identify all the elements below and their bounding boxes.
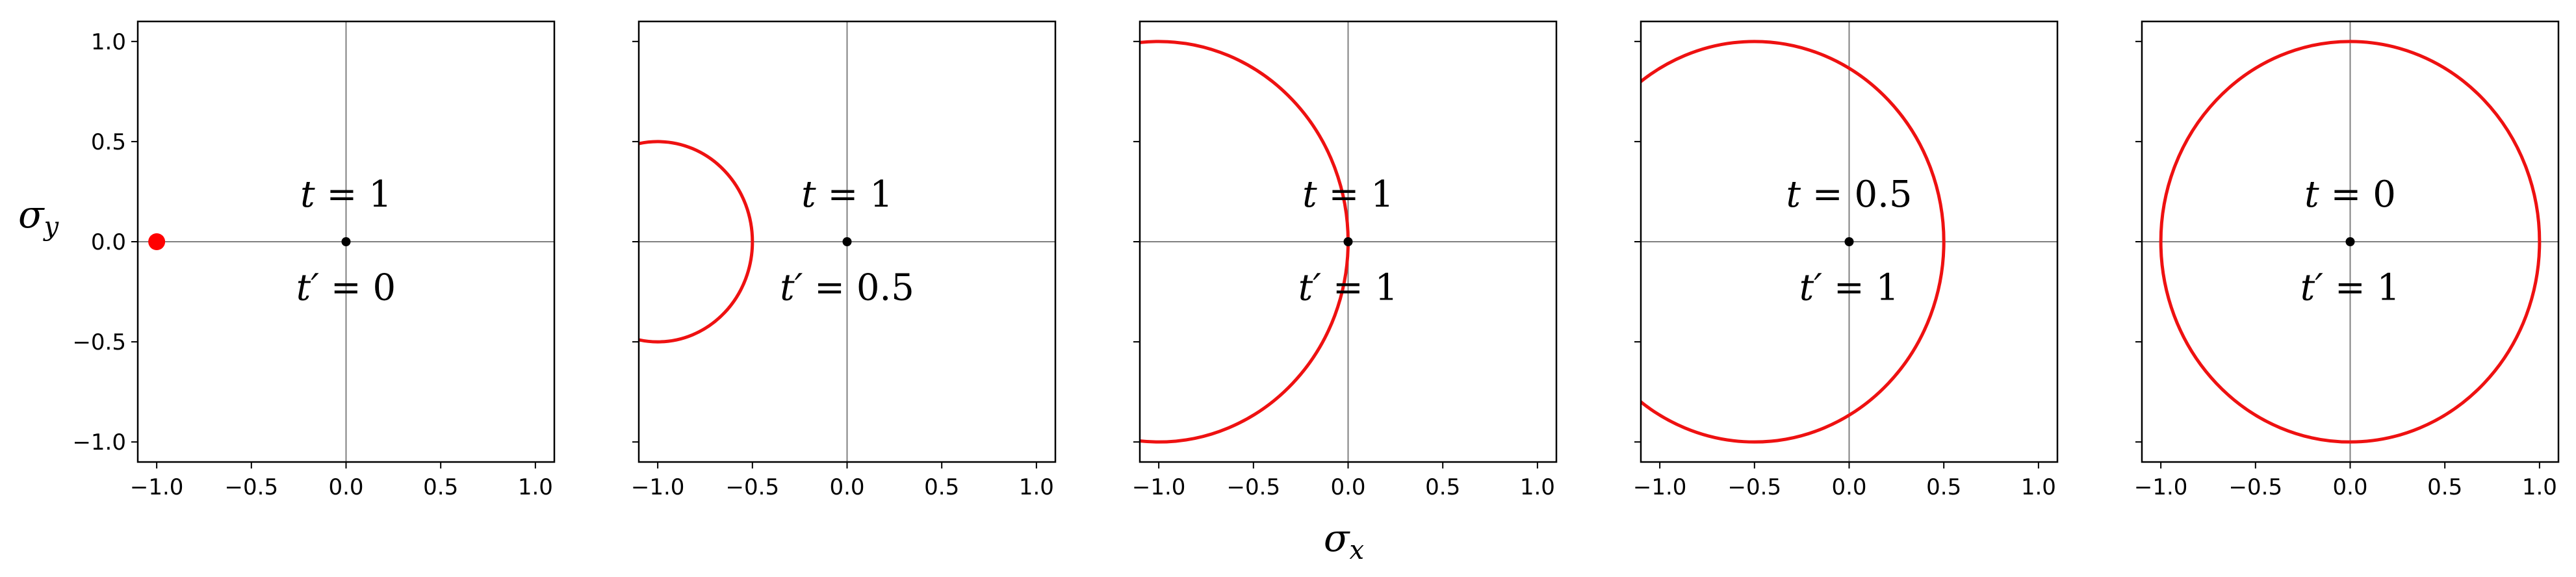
annotation-t-val: 1 — [869, 173, 893, 216]
annotation-tp-var: t′ — [2300, 266, 2324, 309]
annotation-t-var: t — [1786, 173, 1801, 216]
panel-5: t = 0 t′ = 1 −1.0 −0.5 0.0 0.5 1.0 — [2134, 20, 2560, 500]
annotation-t-eq: = — [1801, 173, 1855, 216]
y-tick-label: −0.5 — [72, 329, 126, 355]
x-tick-label: 0.5 — [423, 474, 458, 500]
annotation-t-prime: t′ = 1 — [2300, 266, 2400, 309]
x-tick-label: 1.0 — [518, 474, 553, 500]
annotation-t-val: 0.5 — [1854, 173, 1912, 216]
annotation-tp-eq: = — [2323, 266, 2377, 309]
x-tick-label: −1.0 — [1132, 474, 1186, 500]
y-tick-label: 0.0 — [91, 229, 126, 255]
annotation-t-prime: t′ = 0.5 — [780, 266, 914, 309]
annotation-t-eq: = — [816, 173, 870, 216]
annotation-tp-var: t′ — [1298, 266, 1322, 309]
annotation-tp-var: t′ — [780, 266, 803, 309]
y-tick-label: 0.5 — [91, 129, 126, 155]
annotation-tp-var: t′ — [296, 266, 320, 309]
x-tick-label: 0.5 — [2427, 474, 2462, 500]
annotation-tp-val: 1 — [1375, 266, 1398, 309]
panel-1: t = 1 t′ = 0 −1.0 −0.5 0.0 0.5 1.0 −1.0 −0.5 0.0 0… — [72, 20, 556, 500]
origin-point — [1343, 237, 1353, 246]
x-axis-label-main: σ — [1324, 516, 1350, 560]
x-axis-label: σx — [1324, 516, 1364, 565]
x-tick-label: 1.0 — [2522, 474, 2557, 500]
origin-point — [341, 237, 351, 246]
y-tick-label: −1.0 — [72, 430, 126, 455]
origin-point — [842, 237, 852, 246]
x-tick-label: −1.0 — [631, 474, 685, 500]
trajectory-curve — [1641, 40, 1946, 444]
panel-2: t = 1 t′ = 0.5 −1.0 −0.5 0.0 0.5 1.0 — [631, 20, 1057, 500]
x-tick-label: 0.0 — [1330, 474, 1365, 500]
annotation-tp-val: 1 — [2377, 266, 2401, 309]
annotation-t-prime: t′ = 1 — [1799, 266, 1899, 309]
x-tick-label: 0.0 — [1831, 474, 1866, 500]
y-tick-label: 1.0 — [91, 29, 126, 55]
annotation-tp-eq: = — [803, 266, 857, 309]
x-tick-label: −1.0 — [130, 474, 184, 500]
annotation-tp-val: 1 — [1876, 266, 1900, 309]
x-tick-label: 0.5 — [1926, 474, 1961, 500]
annotation-tp-var: t′ — [1799, 266, 1823, 309]
y-axis-label-sub: y — [43, 212, 60, 242]
annotation-t-prime: t′ = 1 — [1298, 266, 1398, 309]
x-tick-label: 1.0 — [2021, 474, 2056, 500]
x-tick-label: −0.5 — [1227, 474, 1281, 500]
x-tick-label: 0.5 — [924, 474, 959, 500]
annotation-t-var: t — [801, 173, 816, 216]
x-tick-label: 1.0 — [1019, 474, 1054, 500]
x-tick-label: −0.5 — [1728, 474, 1782, 500]
trajectory-curve — [2159, 40, 2542, 444]
annotation-t: t = 1 — [1302, 173, 1394, 216]
trajectory-curve — [639, 140, 754, 344]
annotation-t-var: t — [300, 173, 315, 216]
annotation-tp-val: 0 — [373, 266, 396, 309]
annotation-t-prime: t′ = 0 — [296, 266, 396, 309]
x-tick-label: 0.5 — [1425, 474, 1460, 500]
x-tick-label: −1.0 — [2134, 474, 2188, 500]
x-tick-label: −0.5 — [225, 474, 279, 500]
y-axis-label-main: σ — [18, 192, 45, 237]
y-axis-label: σy — [18, 192, 60, 242]
x-tick-label: −0.5 — [726, 474, 780, 500]
annotation-t-var: t — [2304, 173, 2319, 216]
annotation-t: t = 0 — [2304, 173, 2396, 216]
annotation-t-var: t — [1302, 173, 1317, 216]
annotation-tp-eq: = — [319, 266, 373, 309]
annotation-tp-val: 0.5 — [857, 266, 914, 309]
annotation-tp-eq: = — [1822, 266, 1876, 309]
annotation-tp-eq: = — [1321, 266, 1375, 309]
x-tick-label: 1.0 — [1520, 474, 1555, 500]
start-marker — [148, 233, 166, 250]
x-tick-label: 0.0 — [328, 474, 363, 500]
annotation-t-eq: = — [1317, 173, 1371, 216]
x-tick-label: −1.0 — [1633, 474, 1687, 500]
annotation-t: t = 0.5 — [1786, 173, 1912, 216]
x-tick-label: −0.5 — [2229, 474, 2283, 500]
annotation-t-val: 0 — [2373, 173, 2396, 216]
origin-point — [1844, 237, 1854, 246]
annotation-t: t = 1 — [300, 173, 392, 216]
x-tick-label: 0.0 — [829, 474, 864, 500]
origin-point — [2345, 237, 2355, 246]
panel-4: t = 0.5 t′ = 1 −1.0 −0.5 0.0 0.5 1.0 — [1633, 20, 2059, 500]
annotation-t: t = 1 — [801, 173, 893, 216]
annotation-t-eq: = — [315, 173, 369, 216]
x-tick-label: 0.0 — [2332, 474, 2367, 500]
annotation-t-val: 1 — [368, 173, 392, 216]
annotation-t-val: 1 — [1371, 173, 1394, 216]
panels: t = 1 t′ = 0 −1.0 −0.5 0.0 0.5 1.0 −1.0 −0.5 0.0 0… — [72, 20, 2560, 500]
annotation-t-eq: = — [2319, 173, 2373, 216]
x-axis-label-sub: x — [1350, 535, 1365, 565]
